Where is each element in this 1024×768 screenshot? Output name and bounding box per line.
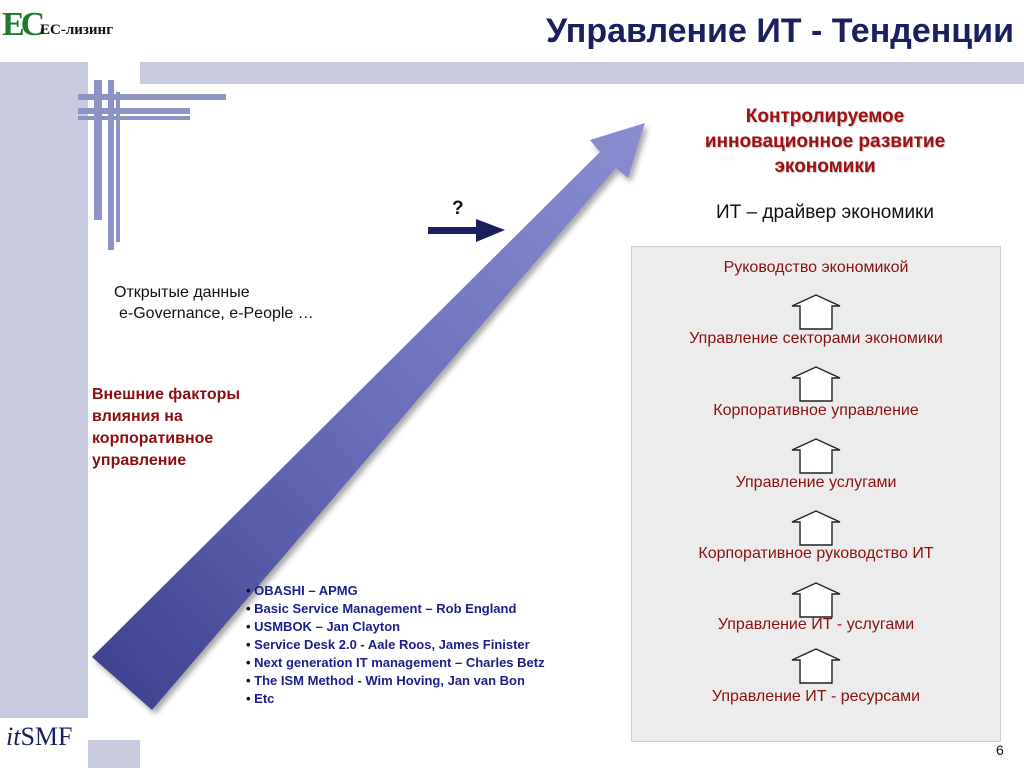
- question-mark: ?: [452, 198, 464, 219]
- external-factors-label: Внешние факторы влияния на корпоративное…: [92, 384, 292, 472]
- level-label: Управление ИТ - услугами: [717, 616, 915, 633]
- left-decor-strip-bottom: [88, 740, 140, 768]
- decor-line: [78, 94, 226, 100]
- level-label: Корпоративное управление: [713, 402, 919, 419]
- list-item: Next generation IT management – Charles …: [246, 654, 544, 672]
- list-item: Basic Service Management – Rob England: [246, 600, 545, 618]
- goal-title: Контролируемое инновационное развитие эк…: [640, 104, 1010, 179]
- itsmf-logo: itSMF: [6, 722, 73, 752]
- left-decor-strip: [0, 0, 88, 768]
- decor-line: [78, 116, 190, 120]
- external-factors-line: управление: [92, 452, 187, 469]
- page-number: 6: [996, 742, 1004, 758]
- list-item: OBASHI – APMG: [246, 582, 545, 600]
- company-logo-mark: ЕС: [2, 6, 45, 43]
- open-data-line: e-Governance, e-People …: [119, 305, 314, 322]
- level-label: Управление секторами экономики: [689, 330, 943, 347]
- goal-subtitle: ИТ – драйвер экономики: [716, 202, 934, 223]
- up-arrow-icon: [791, 294, 841, 330]
- methods-list: OBASHI – APMG Basic Service Management –…: [246, 582, 545, 708]
- decor-line: [78, 108, 190, 114]
- decor-line: [108, 80, 114, 250]
- list-item: Service Desk 2.0 - Aale Roos, James Fini…: [246, 636, 545, 654]
- management-levels-panel: Руководство экономикой Управление сектор…: [631, 246, 1001, 742]
- level-label: Управление ИТ - ресурсами: [711, 688, 921, 705]
- logo-area: [0, 0, 140, 62]
- goal-title-line: инновационное развитие: [704, 131, 946, 152]
- external-factors-line: влияния на: [92, 408, 183, 425]
- level-label: Управление услугами: [735, 474, 897, 491]
- up-arrow-icon: [791, 366, 841, 402]
- itsmf-logo-it: it: [6, 722, 21, 751]
- up-arrow-icon: [791, 582, 841, 618]
- slide-title: Управление ИТ - Тенденции: [545, 12, 1014, 50]
- up-arrow-icon: [791, 648, 841, 684]
- external-factors-line: корпоративное: [92, 430, 214, 447]
- list-item: Etc: [246, 690, 545, 708]
- header-bar: [140, 62, 1024, 84]
- goal-title-line: экономики: [774, 156, 876, 177]
- footer-logo-area: [0, 718, 88, 768]
- list-item: USMBOK – Jan Clayton: [246, 618, 545, 636]
- up-arrow-icon: [791, 438, 841, 474]
- external-factors-line: Внешние факторы: [92, 386, 241, 403]
- open-data-label: Открытые данные e-Governance, e-People …: [114, 282, 314, 324]
- goal-title-line: Контролируемое: [745, 106, 905, 127]
- up-arrow-icon: [791, 510, 841, 546]
- decor-line: [116, 92, 120, 242]
- level-label: Корпоративное руководство ИТ: [698, 545, 934, 562]
- level-label: Руководство экономикой: [723, 259, 909, 276]
- growth-arrow-shape: [92, 123, 645, 710]
- company-logo-text: ЕС-лизинг: [40, 22, 114, 38]
- small-right-arrow: [428, 219, 505, 242]
- itsmf-logo-smf: SMF: [20, 722, 73, 751]
- decor-line: [94, 80, 102, 220]
- open-data-line: Открытые данные: [114, 284, 250, 301]
- list-item: The ISM Method - Wim Hoving, Jan van Bon: [246, 672, 545, 690]
